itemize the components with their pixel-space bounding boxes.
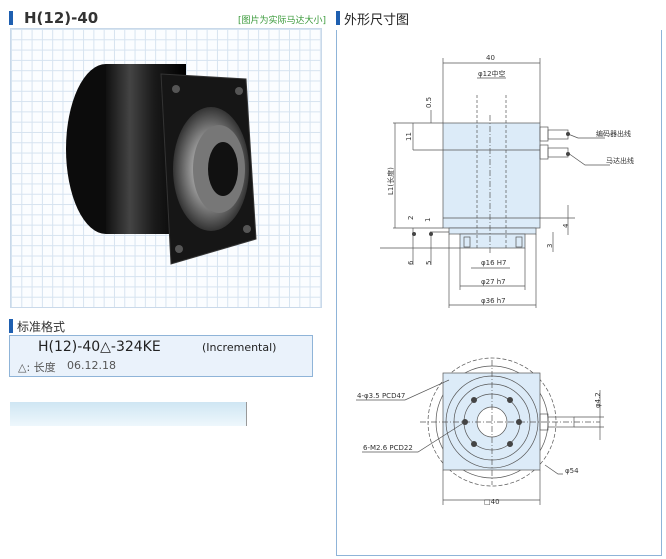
dim-phi27: φ27 h7: [481, 278, 506, 286]
dim-sq40: □40: [484, 498, 500, 506]
dim-6: 6: [407, 260, 415, 265]
dim-holes6: 6-M2.6 PCD22: [363, 444, 413, 452]
dim-4: 4: [562, 223, 570, 228]
dim-5: 5: [425, 261, 433, 265]
drawing-panel: [336, 30, 662, 556]
image-note: [图片为实际马达大小]: [238, 16, 327, 26]
dim-0-5: 0.5: [425, 97, 433, 108]
model-code: H(12)-40△-324KE: [38, 339, 161, 355]
section-title: 标准格式: [17, 320, 66, 334]
dim-width: 40: [486, 54, 495, 62]
motor-photo: [66, 64, 257, 265]
blank-banner: [10, 402, 247, 426]
section-marker: [9, 319, 13, 333]
model-format-box: H(12)-40△-324KE (Incremental) △: 长度 06.1…: [9, 335, 313, 377]
dim-phi54: φ54: [565, 467, 579, 475]
date: 06.12.18: [67, 359, 116, 372]
encoder-cable-label: 编码器出线: [596, 129, 631, 138]
dim-bore: φ12中空: [478, 69, 506, 78]
product-title: H(12)-40: [24, 9, 99, 27]
dim-3: 3: [546, 244, 554, 248]
dim-phi42: φ4.2: [594, 392, 602, 408]
dim-phi16: φ16 H7: [481, 259, 506, 267]
drawing-title: 外形尺寸图: [344, 13, 410, 28]
dim-11: 11: [405, 132, 413, 141]
dim-1: 1: [424, 218, 432, 222]
drawing-title-marker: [336, 11, 340, 25]
title-marker: [9, 11, 13, 25]
product-photo-area: [10, 28, 322, 308]
dim-holes4: 4-φ3.5 PCD47: [357, 392, 405, 400]
dim-2: 2: [407, 216, 415, 220]
dim-phi36: φ36 h7: [481, 297, 506, 305]
length-legend: △: 长度: [18, 361, 56, 374]
dim-l1: L1(长度): [386, 167, 395, 195]
motor-cable-label: 马达出线: [606, 156, 634, 165]
model-type: (Incremental): [202, 341, 277, 354]
